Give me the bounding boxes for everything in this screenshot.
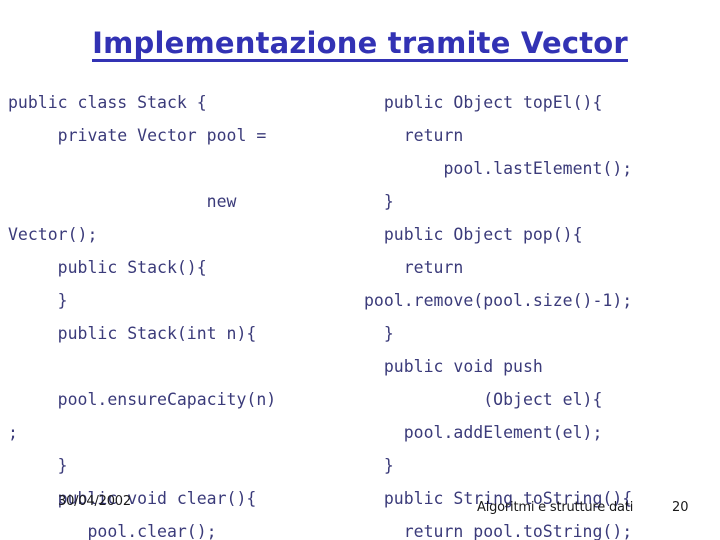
code-line: pool.remove(pool.size()-1);	[364, 291, 633, 310]
code-line: Vector();	[8, 225, 98, 244]
code-line: pool.clear();	[8, 522, 217, 540]
code-line: }	[364, 192, 394, 211]
code-line: public void push	[364, 357, 543, 376]
code-line: ;	[8, 423, 18, 442]
code-line	[8, 350, 356, 383]
code-line: }	[8, 456, 68, 475]
code-line: public void clear(){	[8, 489, 257, 508]
code-line: public Stack(){	[8, 258, 207, 277]
code-line	[8, 152, 356, 185]
code-line: }	[364, 324, 394, 343]
code-line: return	[364, 258, 464, 277]
code-line: public String toString(){	[364, 489, 633, 508]
code-block-right: public Object topEl(){ return pool.lastE…	[364, 86, 716, 540]
code-line: public Stack(int n){	[8, 324, 257, 343]
code-line: public Object topEl(){	[364, 93, 603, 112]
code-line: pool.ensureCapacity(n)	[8, 390, 277, 409]
footer-subject: Algoritmi e strutture dati	[477, 500, 634, 515]
code-line: (Object el){	[364, 390, 603, 409]
code-line: new	[8, 192, 237, 211]
code-line: public Object pop(){	[364, 225, 583, 244]
footer-page-number: 20	[672, 500, 689, 515]
code-line: }	[8, 291, 68, 310]
code-line: private Vector pool =	[8, 126, 267, 145]
footer-date: 30/04/2002	[58, 494, 131, 509]
code-line: pool.lastElement();	[364, 159, 633, 178]
code-line: return	[364, 126, 464, 145]
code-line: public class Stack {	[8, 93, 207, 112]
code-line: }	[364, 456, 394, 475]
code-line: pool.addElement(el);	[364, 423, 603, 442]
page-title-text: Implementazione tramite Vector	[92, 28, 628, 63]
page-title: Implementazione tramite Vector	[0, 26, 720, 63]
code-line: return pool.toString();	[364, 522, 633, 540]
code-block-left: public class Stack { private Vector pool…	[8, 86, 356, 540]
